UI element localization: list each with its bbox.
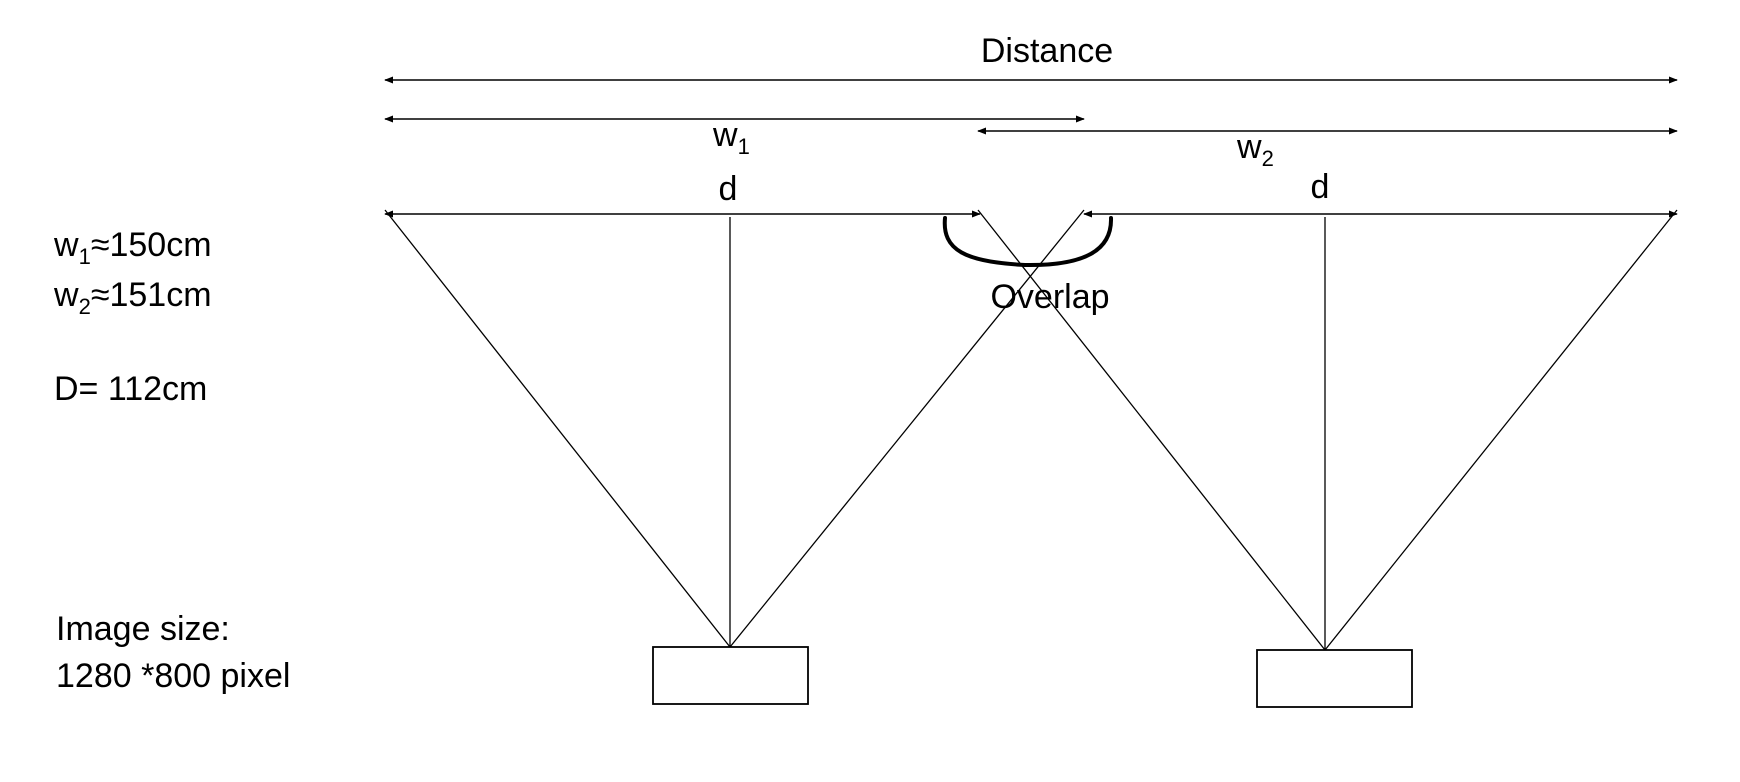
side-note-d: D= 112cm xyxy=(54,370,207,408)
overlap-bracket xyxy=(942,216,1114,268)
left-camera-box xyxy=(652,646,809,705)
w2-label: w2 xyxy=(1236,128,1274,171)
distance-label: Distance xyxy=(981,32,1113,70)
side-note-w1: w1≈150cm xyxy=(53,226,212,269)
w1-label: w1 xyxy=(712,116,750,159)
d-right-label: d xyxy=(1311,168,1330,206)
right-fov-left-edge xyxy=(977,209,1326,651)
left-fov-left-edge xyxy=(384,209,731,648)
right-fov-right-edge xyxy=(1324,209,1678,651)
side-note-image-size-value: 1280 *800 pixel xyxy=(56,657,290,695)
left-fov-right-edge xyxy=(729,209,1085,648)
side-note-image-size-label: Image size: xyxy=(56,610,230,648)
right-camera-box xyxy=(1256,649,1413,708)
overlap-label: Overlap xyxy=(990,278,1109,316)
side-note-w2: w2≈151cm xyxy=(53,276,212,319)
d-left-label: d xyxy=(719,170,738,208)
